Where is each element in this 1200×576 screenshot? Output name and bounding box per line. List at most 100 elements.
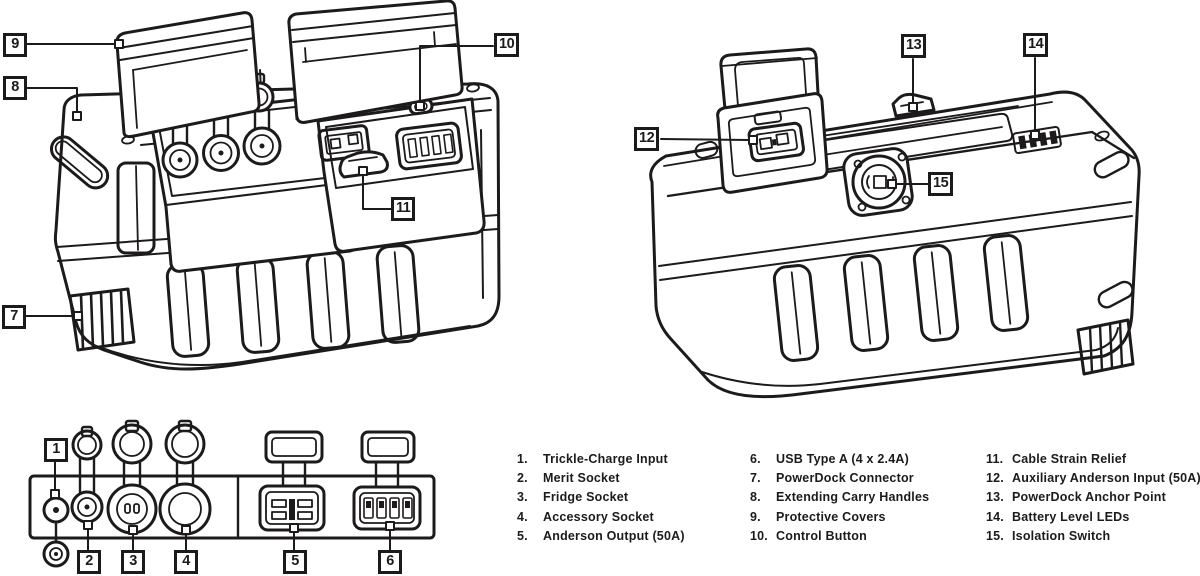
marker-11 (358, 166, 368, 176)
accessory-socket-drawing (242, 126, 282, 166)
legend-item: 2. Merit Socket (517, 468, 685, 487)
legend-item: 15. Isolation Switch (986, 527, 1200, 546)
usb-ports-drawing (395, 121, 463, 171)
callout-3: 3 (121, 550, 145, 574)
leader-12 (660, 138, 750, 141)
legend-item-number: 2. (517, 471, 528, 486)
marker-14 (1030, 130, 1040, 140)
legend-item-label: PowerDock Connector (776, 471, 914, 486)
legend-item-label: Auxiliary Anderson Input (50A) (1012, 471, 1200, 486)
side-slot (694, 140, 719, 159)
corner-post (116, 161, 156, 255)
socket-recess-right (316, 97, 486, 253)
legend-item: 5.Anderson Output (50A) (517, 527, 685, 546)
legend-item-number: 10. (750, 529, 768, 544)
legend-item: 6. USB Type A (4 x 2.4A) (750, 449, 929, 468)
legend-column-2: 6. USB Type A (4 x 2.4A) 7. PowerDock Conn… (750, 449, 929, 546)
marker-7 (73, 311, 83, 321)
side-handle-slot (1093, 150, 1130, 179)
rear-view-illustration (649, 47, 1141, 399)
legend-item-number: 7. (750, 471, 761, 486)
callout-13: 13 (901, 34, 927, 58)
legend-item-number: 13. (986, 490, 1004, 505)
legend-item-label: Accessory Socket (543, 509, 654, 524)
legend-item-number: 14. (986, 509, 1004, 524)
leader-11 (362, 174, 392, 210)
marker-3 (128, 525, 138, 535)
fridge-socket-drawing (202, 134, 240, 172)
legend-item-number: 15. (986, 529, 1004, 544)
body-outline (649, 90, 1141, 399)
legend-item-label: Merit Socket (543, 471, 620, 486)
callout-10: 10 (494, 33, 520, 57)
marker-5 (289, 523, 299, 533)
callout-2: 2 (77, 550, 101, 574)
marker-6 (385, 521, 395, 531)
callout-11: 11 (391, 197, 416, 221)
aux-anderson-input-drawing (716, 92, 829, 194)
callout-7: 7 (2, 305, 26, 329)
callout-15: 15 (928, 172, 954, 196)
legend-item: 7. PowerDock Connector (750, 468, 929, 487)
legend-item-number: 12. (986, 471, 1004, 486)
marker-12 (748, 135, 758, 145)
callout-leaders (25, 39, 1040, 551)
legend-item: 9.Protective Covers (750, 507, 929, 526)
legend-item: 12. Auxiliary Anderson Input (50A) (986, 468, 1200, 487)
legend-item-label: Isolation Switch (1012, 529, 1111, 544)
callout-8: 8 (3, 76, 27, 100)
legend-item-label: Extending Carry Handles (776, 490, 930, 505)
legend-item: 1. Trickle-Charge Input (517, 449, 685, 468)
marker-10 (415, 101, 425, 111)
marker-2 (83, 520, 93, 530)
body-outline (53, 82, 501, 371)
deck-detail (1094, 130, 1110, 142)
leader-8 (26, 87, 78, 113)
legend-item-number: 4. (517, 509, 528, 524)
legend-item-number: 8. (750, 490, 761, 505)
front-view-illustration (49, 0, 501, 371)
side-handle-slot (1097, 280, 1134, 309)
marker-4 (181, 525, 191, 535)
marker-8 (72, 111, 82, 121)
legend-item: 11. Cable Strain Relief (986, 449, 1200, 468)
legend-item: 3.Fridge Socket (517, 488, 685, 507)
body-bottom-line (95, 325, 471, 366)
legend-item-label: Trickle-Charge Input (543, 451, 668, 466)
marker-13 (908, 102, 918, 112)
carry-handle-left (49, 135, 110, 190)
legend-item-number: 1. (517, 451, 528, 466)
leader-10 (419, 45, 494, 103)
open-lid-right (287, 0, 464, 124)
callout-12: 12 (634, 127, 660, 151)
legend-item-number: 6. (750, 451, 761, 466)
bottom-line (701, 327, 1119, 387)
callout-4: 4 (174, 550, 198, 574)
rear-seam (658, 201, 1132, 267)
legend-item-label: Control Button (776, 529, 867, 544)
legend-item-label: Battery Level LEDs (1012, 509, 1130, 524)
callout-9: 9 (3, 33, 27, 57)
cable-strain-relief-drawing (338, 150, 389, 179)
powerdock-connector (68, 287, 136, 352)
legend-item-label: USB Type A (4 x 2.4A) (776, 451, 909, 466)
legend-item-number: 11. (986, 451, 1004, 466)
callout-14: 14 (1023, 33, 1049, 57)
carry-handle-raised (719, 47, 821, 122)
legend-item-label: PowerDock Anchor Point (1012, 490, 1166, 505)
marker-1 (50, 489, 60, 499)
open-lid-left (115, 11, 261, 139)
isolation-switch-drawing (842, 147, 914, 217)
trickle-charge-input-drawing (42, 496, 70, 568)
callout-1: 1 (44, 438, 68, 462)
merit-socket-drawing (161, 141, 199, 179)
legend-item-label: Fridge Socket (543, 490, 629, 505)
legend-column-3: 11. Cable Strain Relief 12. Auxiliary Ande… (986, 449, 1200, 546)
marker-15 (887, 179, 897, 189)
rear-seam (659, 215, 1133, 281)
legend-item-label: Cable Strain Relief (1012, 451, 1127, 466)
legend-item: 4. Accessory Socket (517, 507, 685, 526)
socket-panel-illustration (28, 419, 436, 568)
